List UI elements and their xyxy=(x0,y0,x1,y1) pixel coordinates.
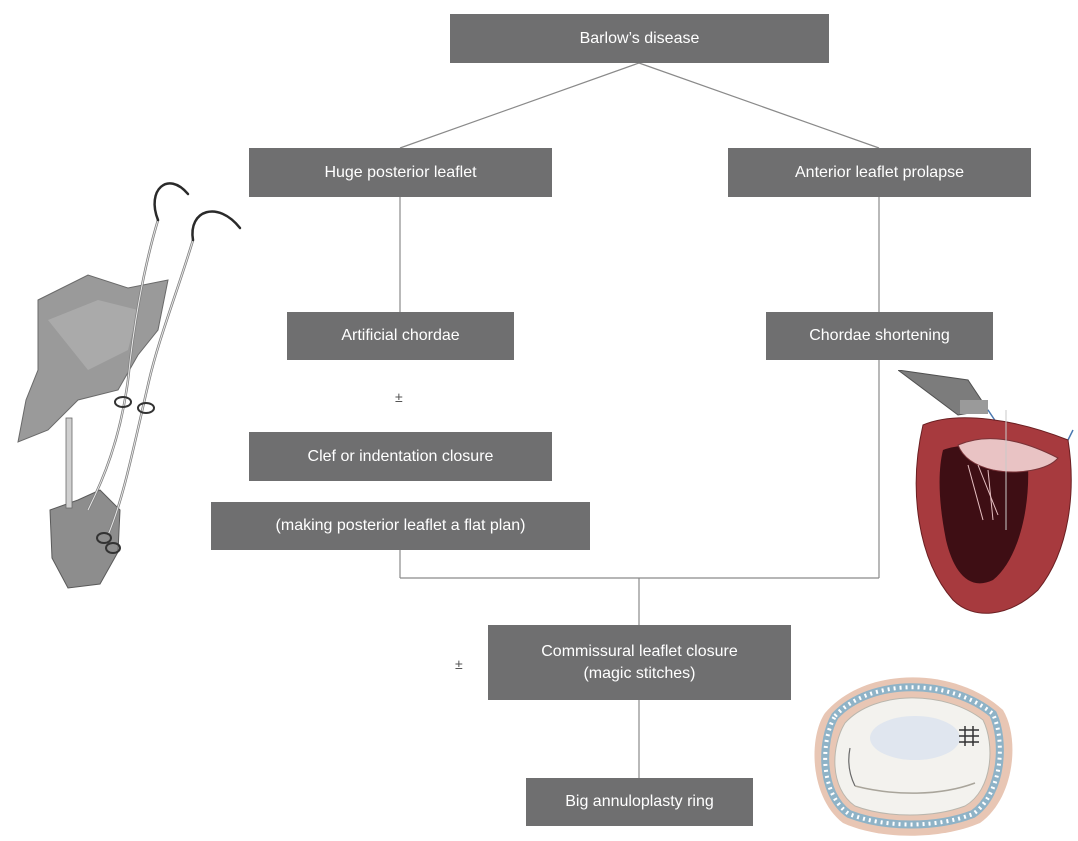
connector-root-left xyxy=(400,63,639,148)
node-label: (making posterior leaflet a flat plan) xyxy=(276,515,526,537)
root-node: Barlow’s disease xyxy=(450,14,829,63)
node-huge-posterior-leaflet: Huge posterior leaflet xyxy=(249,148,552,197)
heart-chordae-shortening-illustration xyxy=(898,370,1078,620)
node-label-line1: Commissural leaflet closure xyxy=(541,641,738,663)
node-label: Artificial chordae xyxy=(341,325,459,347)
node-artificial-chordae: Artificial chordae xyxy=(287,312,514,360)
node-label: Clef or indentation closure xyxy=(308,446,494,468)
node-label: Chordae shortening xyxy=(809,325,950,347)
node-commissural-closure: Commissural leaflet closure (magic stitc… xyxy=(488,625,791,700)
plus-minus-symbol: ± xyxy=(395,389,403,405)
node-anterior-leaflet-prolapse: Anterior leaflet prolapse xyxy=(728,148,1031,197)
node-annuloplasty-ring: Big annuloplasty ring xyxy=(526,778,753,826)
artificial-chordae-suture-illustration xyxy=(8,180,248,600)
plus-minus-symbol: ± xyxy=(455,656,463,672)
node-label: Anterior leaflet prolapse xyxy=(795,162,964,184)
node-cleft-closure: Clef or indentation closure xyxy=(249,432,552,481)
connector-root-right xyxy=(639,63,879,148)
annuloplasty-ring-illustration xyxy=(805,668,1020,838)
node-chordae-shortening: Chordae shortening xyxy=(766,312,993,360)
root-label: Barlow’s disease xyxy=(580,28,700,50)
node-label: Huge posterior leaflet xyxy=(324,162,476,184)
node-label: Big annuloplasty ring xyxy=(565,791,714,813)
node-label-line2: (magic stitches) xyxy=(583,663,695,685)
node-flat-plan: (making posterior leaflet a flat plan) xyxy=(211,502,590,550)
